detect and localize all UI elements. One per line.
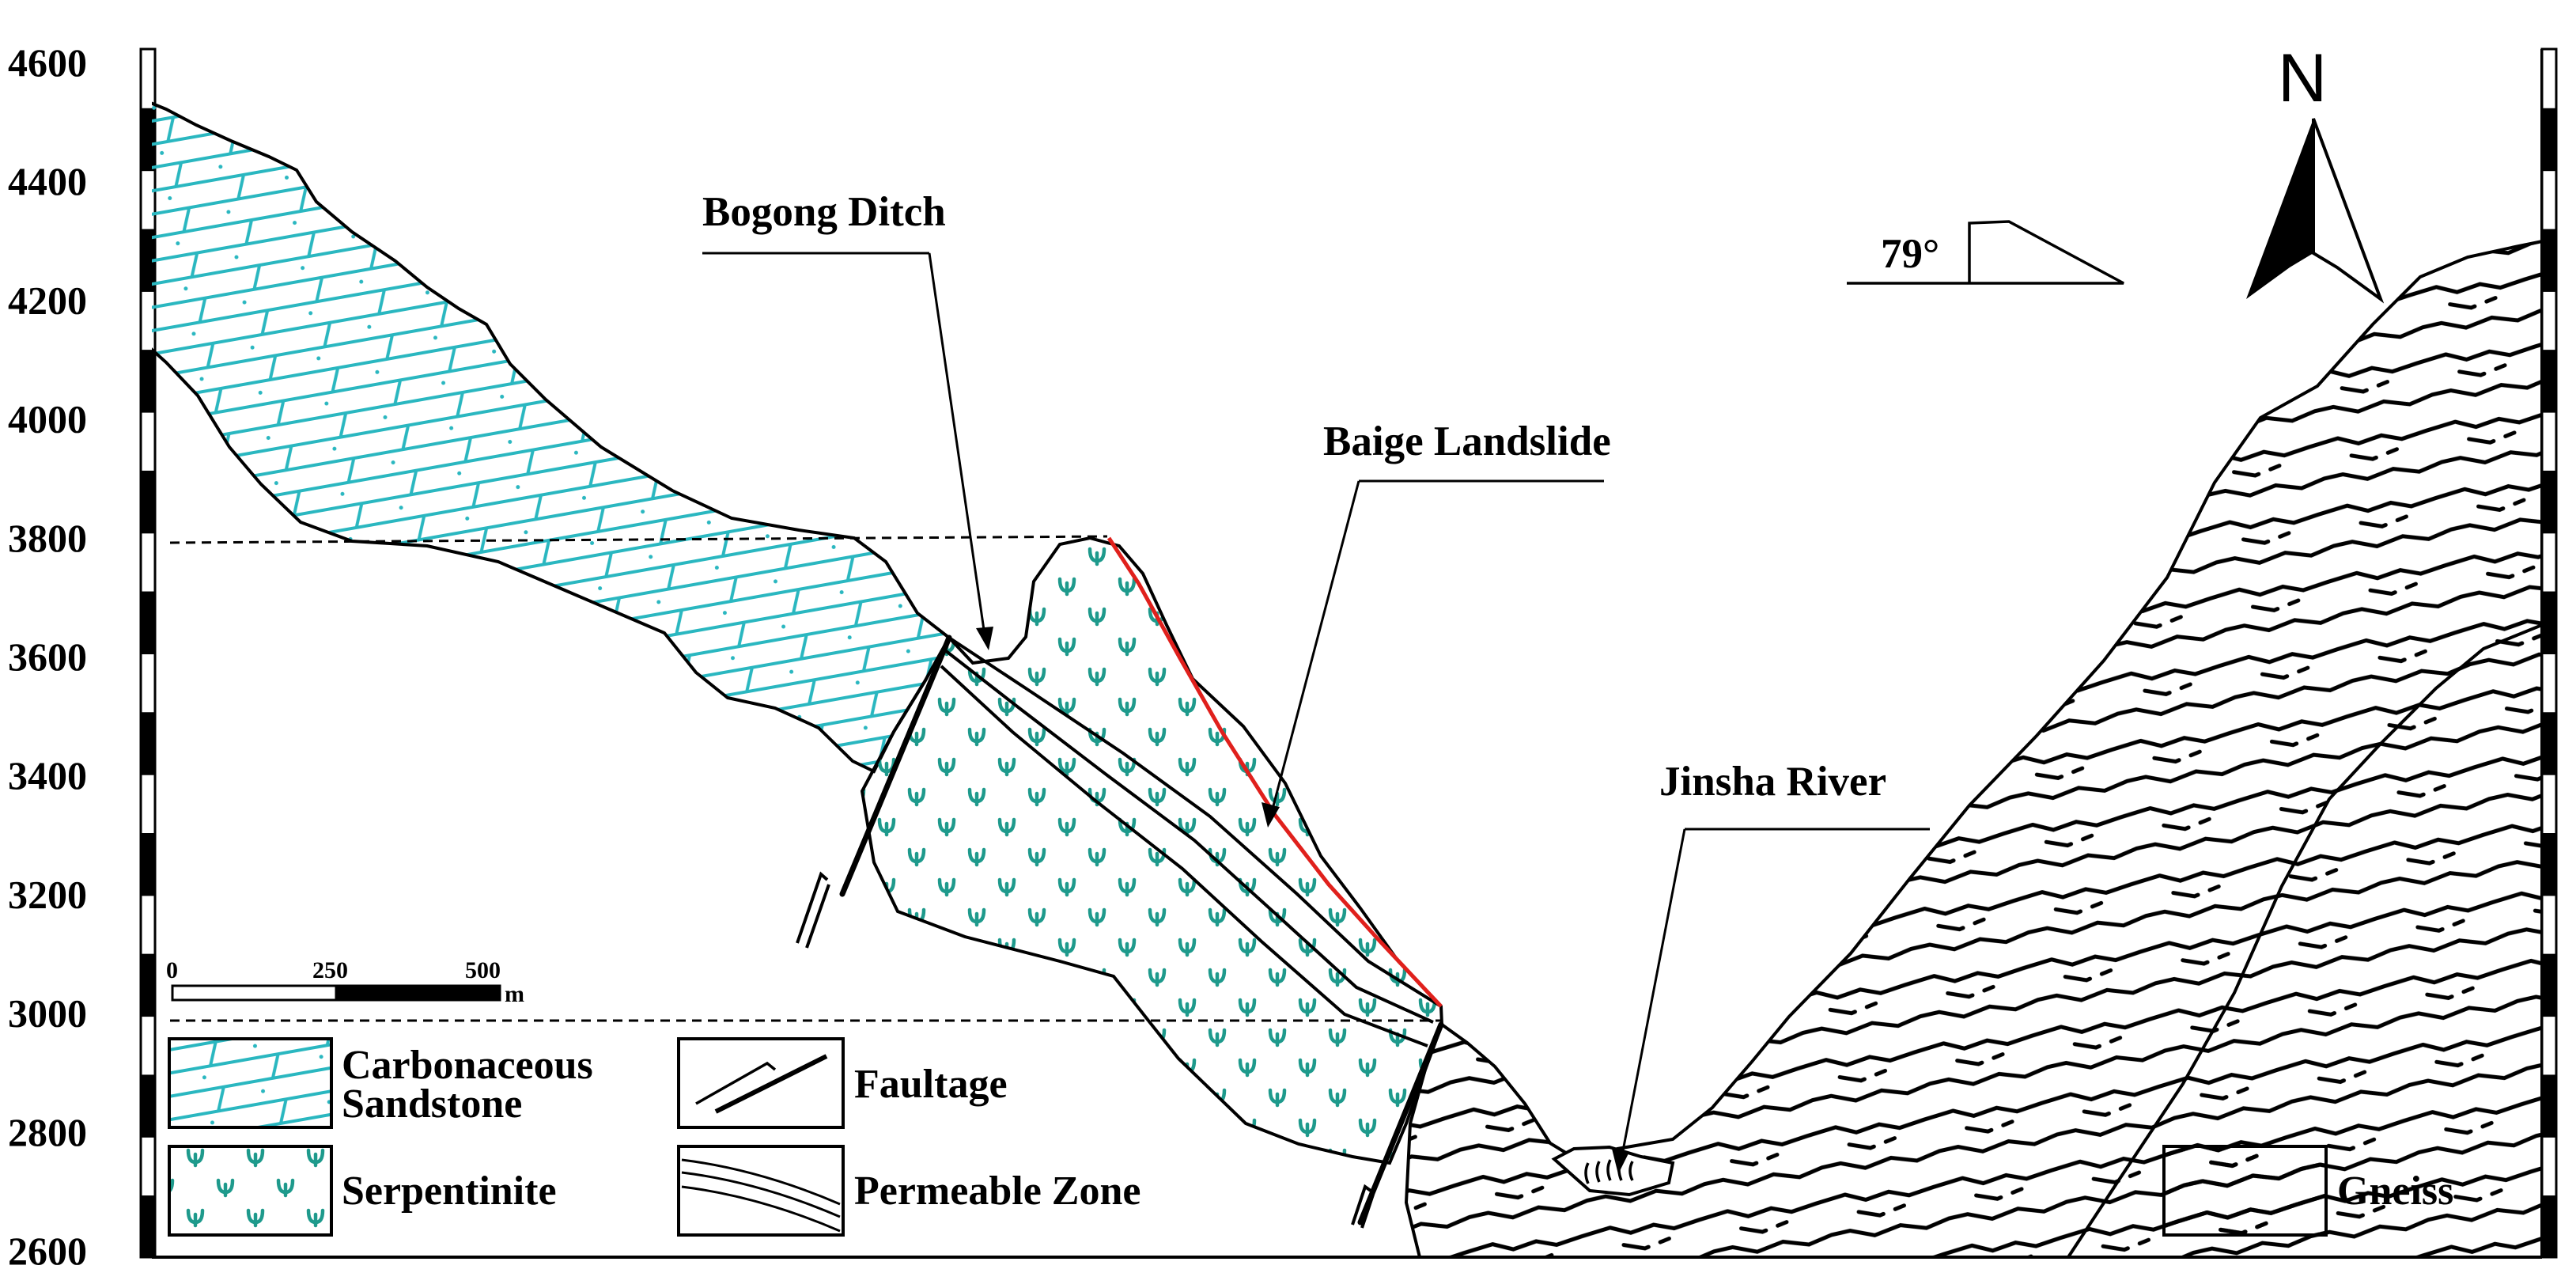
elevation-bar-segment xyxy=(2540,229,2558,292)
elevation-bar-segment xyxy=(2540,350,2558,413)
north-arrow-light-half xyxy=(2312,118,2385,304)
elevation-bar-segment xyxy=(139,531,157,594)
elevation-bar-segment xyxy=(2540,289,2558,353)
elevation-bar-segment xyxy=(2540,893,2558,957)
elevation-bar-segment xyxy=(2540,953,2558,1017)
y-tick-label: 2800 xyxy=(8,1110,87,1154)
legend-permeable-zone: Permeable Zone xyxy=(677,1145,1140,1237)
y-tick-label: 3800 xyxy=(8,516,87,560)
elevation-bar-segment xyxy=(139,1074,157,1138)
elevation-bar-segment xyxy=(2540,1014,2558,1078)
fault-displacement-arrows xyxy=(796,871,1375,1229)
jinsha-river-label: Jinsha River xyxy=(1659,759,1886,805)
elevation-bar-segment xyxy=(2540,169,2558,232)
right-elevation-bar xyxy=(2540,47,2558,1259)
y-tick-label: 4600 xyxy=(8,40,87,85)
y-axis-tick-labels: 4600 4400 4200 4000 3800 3600 3400 3200 3000 2800… xyxy=(8,40,87,1273)
elevation-bar-segment xyxy=(139,350,157,413)
elevation-bar-segment xyxy=(2540,470,2558,534)
baige-landslide-slip-surface xyxy=(1106,536,1443,1008)
elevation-bar-segment xyxy=(2540,1195,2558,1259)
elevation-bar-segment xyxy=(2540,47,2558,111)
y-tick-label: 4200 xyxy=(8,278,87,322)
legend-carbonaceous-line1: Carbonaceous xyxy=(342,1043,593,1088)
legend-permeable-zone-label: Permeable Zone xyxy=(854,1169,1140,1214)
elevation-bar-segment xyxy=(2540,772,2558,836)
legend-serpentinite: Serpentinite xyxy=(168,1145,557,1237)
elevation-bar-segment xyxy=(2540,712,2558,775)
permeable-zone-lines xyxy=(940,636,1443,1047)
elevation-bar-segment xyxy=(139,893,157,957)
elevation-bar-segment xyxy=(2540,531,2558,594)
north-label: N xyxy=(2278,40,2327,116)
y-tick-label: 4400 xyxy=(8,159,87,203)
y-tick-label: 3000 xyxy=(8,991,87,1036)
legend-carbonaceous-sandstone: Carbonaceous Sandstone xyxy=(168,1037,593,1129)
elevation-bar-segment xyxy=(139,712,157,775)
y-tick-label: 3400 xyxy=(8,753,87,797)
elevation-bar-segment xyxy=(139,772,157,836)
scale-bar: 0 250 500 m xyxy=(166,957,524,1007)
elevation-bar-segment xyxy=(139,953,157,1017)
elevation-bar-segment xyxy=(139,410,157,473)
callout-leaders xyxy=(702,252,1930,1160)
callout-arrowheads xyxy=(976,627,1629,1174)
elevation-bar-segment xyxy=(2540,108,2558,172)
jinsha-river-channel xyxy=(1551,1145,1675,1197)
elevation-bar-segment xyxy=(2540,410,2558,473)
dip-angle-value: 79° xyxy=(1881,231,1939,277)
elevation-bar-segment xyxy=(139,470,157,534)
fault-lines xyxy=(839,635,1444,1225)
north-arrow-dark-half xyxy=(2246,119,2313,299)
legend-serpentinite-label: Serpentinite xyxy=(342,1169,557,1214)
elevation-bar-segment xyxy=(139,833,157,896)
legend-faultage-label: Faultage xyxy=(854,1062,1008,1107)
y-tick-label: 4000 xyxy=(8,397,87,441)
y-tick-label: 3200 xyxy=(8,872,87,916)
elevation-bar-segment xyxy=(2540,652,2558,715)
elevation-bar-segment xyxy=(2540,833,2558,896)
baige-landslide-label: Baige Landslide xyxy=(1323,419,1611,464)
legend-faultage: Faultage xyxy=(677,1037,1008,1129)
dip-angle-symbol: 79° xyxy=(1847,220,2124,285)
scale-unit: m xyxy=(505,981,524,1007)
bogong-ditch-label: Bogong Ditch xyxy=(702,189,946,235)
elevation-bar-segment xyxy=(139,591,157,655)
elevation-bar-segment xyxy=(139,47,157,111)
scale-tick-0: 0 xyxy=(166,957,178,983)
elevation-bar-segment xyxy=(139,1195,157,1259)
legend-gneiss-label: Gneiss xyxy=(2337,1169,2453,1214)
gneiss-region xyxy=(1404,239,2542,1257)
reference-lines xyxy=(169,535,1441,1022)
elevation-bar-segment xyxy=(2540,591,2558,655)
scale-tick-250: 250 xyxy=(312,957,348,983)
legend-gneiss: Gneiss xyxy=(2162,1145,2453,1237)
elevation-bar-segment xyxy=(2540,1135,2558,1199)
scale-tick-500: 500 xyxy=(465,957,501,983)
north-arrow: N xyxy=(2246,40,2385,304)
legend: Carbonaceous Sandstone Serpentinite Faul… xyxy=(168,1037,2453,1237)
y-tick-label: 2600 xyxy=(8,1229,87,1273)
elevation-bar-segment xyxy=(139,1135,157,1199)
gneiss-inner-boundary xyxy=(2067,623,2542,1257)
elevation-bar-segment xyxy=(139,652,157,715)
elevation-bar-segment xyxy=(2540,1074,2558,1138)
y-tick-label: 3600 xyxy=(8,635,87,679)
elevation-bar-segment xyxy=(139,1014,157,1078)
legend-carbonaceous-line2: Sandstone xyxy=(342,1082,522,1127)
